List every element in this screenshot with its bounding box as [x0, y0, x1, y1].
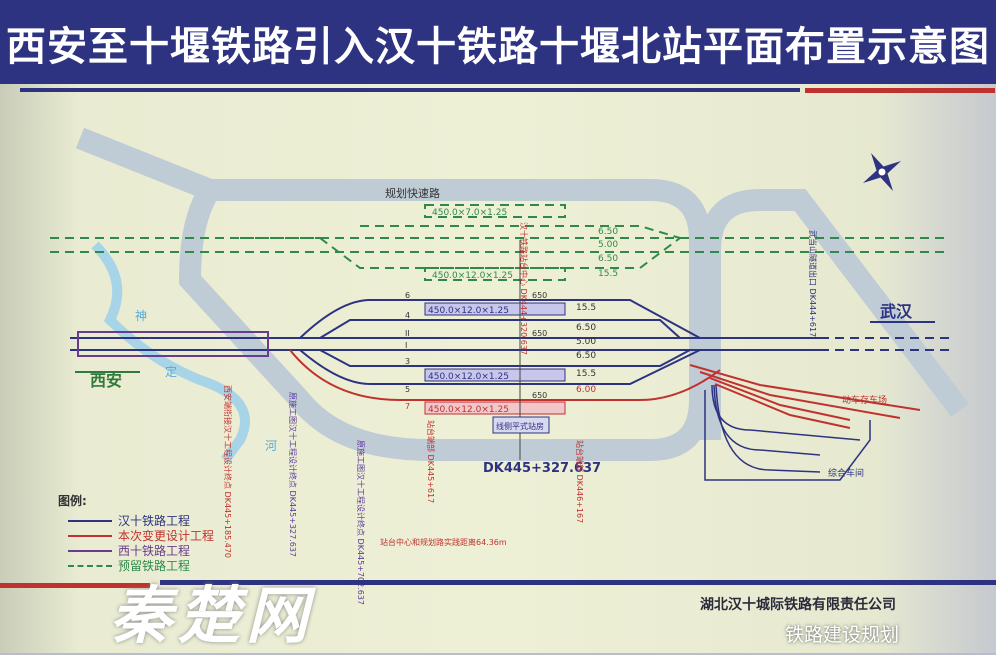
- platform: [424, 401, 566, 415]
- bottom-stripe-blue: [160, 580, 996, 585]
- legend-item: 西十铁路工程: [58, 543, 214, 558]
- platform: [424, 368, 566, 382]
- spacing-value: 15.5: [576, 369, 596, 379]
- track-number: 5: [405, 385, 410, 394]
- diagram-title: 西安至十堰铁路引入汉十铁路十堰北站平面布置示意图: [6, 24, 990, 70]
- legend-label: 本次变更设计工程: [118, 529, 215, 543]
- legend-item: 预留铁路工程: [58, 558, 214, 573]
- track-number: I: [405, 341, 407, 350]
- emu-yard-label: 动车存车场: [842, 394, 887, 406]
- mileposts: 西安端衔接汉十工程设计终点 DK445+185.470 原施工图汉十工程设计终点…: [223, 222, 818, 605]
- track-spacing: 15.5 6.50 5.00 6.50 15.5 6.00: [576, 303, 596, 395]
- reserved-width: 6.50: [598, 254, 618, 264]
- legend-label: 西十铁路工程: [118, 544, 191, 558]
- platform: [424, 302, 566, 316]
- reserved-tracks: [50, 204, 945, 281]
- legend-label: 汉十铁路工程: [118, 514, 191, 528]
- reserved-width: 15.5: [598, 269, 618, 279]
- emu-yard-tracks: [689, 364, 921, 429]
- track-length: 650: [532, 291, 547, 300]
- depot-label: 综合车间: [828, 467, 864, 479]
- legend-swatch: [68, 534, 112, 537]
- milepost-label: 西安端衔接汉十工程设计终点 DK445+185.470: [223, 385, 233, 558]
- legend-swatch: [68, 519, 112, 522]
- track-numbers: 6 4 II I 3 5 7 650 650 650: [405, 291, 547, 411]
- planned-road: [75, 127, 969, 461]
- distance-note: 站台中心和规划路实践距离64.36m: [380, 537, 507, 547]
- legend: 图例: 汉十铁路工程 本次变更设计工程 西十铁路工程 预留铁路工程: [58, 492, 214, 573]
- track-number: 3: [405, 357, 410, 366]
- river-label: 神: [135, 309, 147, 323]
- station-center-mileage: DK445+327.637: [483, 461, 601, 476]
- legend-item: 汉十铁路工程: [58, 513, 214, 528]
- legend-item: 本次变更设计工程: [58, 528, 214, 543]
- milepost-label: 汉十铁路站台中心 DK444+320.637: [519, 222, 529, 355]
- legend-label: 预留铁路工程: [118, 559, 191, 573]
- milepost-label: 武当山隧道出口 DK444+617: [808, 230, 818, 337]
- direction-wuhan: 武汉: [880, 302, 913, 321]
- watermark-wechat: 铁路建设规划: [785, 624, 900, 646]
- track-number: 4: [405, 311, 410, 320]
- watermark-site: 秦楚网: [110, 579, 315, 652]
- platform-label: 450.0×12.0×1.25: [428, 372, 509, 382]
- milepost-label: 原施工图汉十工程设计终点 DK445+702.637: [356, 440, 366, 605]
- track-number: 7: [405, 402, 410, 411]
- top-stripe-red: [805, 88, 995, 93]
- north-arrow-icon: [862, 152, 902, 192]
- road-label: 规划快速路: [385, 186, 440, 200]
- station-building-label: 线侧平式站房: [496, 421, 544, 431]
- legend-title: 图例:: [58, 494, 87, 508]
- milepost-label: 原施工图汉十工程设计终点 DK445+327.637: [288, 392, 298, 557]
- track-number: II: [405, 329, 410, 338]
- milepost-label: 站台端部 DK446+167: [575, 440, 585, 523]
- track-length: 650: [532, 329, 547, 338]
- reserved-width: 6.50: [598, 227, 618, 237]
- station-building: [492, 416, 550, 434]
- platform-label: 450.0×12.0×1.25: [428, 306, 509, 316]
- spacing-value: 5.00: [576, 337, 596, 347]
- legend-swatch: [68, 564, 112, 567]
- river: [91, 241, 250, 463]
- track-number: 6: [405, 291, 410, 300]
- spacing-value: 15.5: [576, 303, 596, 313]
- spacing-value: 6.50: [576, 351, 596, 361]
- river-label: 河: [265, 439, 277, 453]
- bottom-stripe-red: [0, 583, 150, 588]
- reserved-width: 5.00: [598, 240, 618, 250]
- spacing-value: 6.00: [576, 385, 596, 395]
- company-name: 湖北汉十城际铁路有限责任公司: [700, 597, 896, 613]
- top-stripe-blue: [20, 88, 800, 92]
- track-7-new: [289, 349, 721, 401]
- main-tracks: [70, 299, 820, 385]
- legend-swatch: [68, 549, 112, 552]
- east-extension: [820, 337, 955, 351]
- spacing-value: 6.50: [576, 323, 596, 333]
- reserved-platform-label: 450.0×12.0×1.25: [432, 271, 513, 281]
- direction-xian: 西安: [90, 371, 122, 390]
- milepost-label: 站台端部 DK445+617: [426, 420, 436, 503]
- track-length: 650: [532, 391, 547, 400]
- reserved-platform-label: 450.0×7.0×1.25: [432, 208, 507, 218]
- depot-tracks: [704, 384, 871, 481]
- platform-label: 450.0×12.0×1.25: [428, 405, 509, 415]
- river-label: 定: [165, 364, 177, 379]
- title-bar: 西安至十堰铁路引入汉十铁路十堰北站平面布置示意图: [0, 0, 996, 84]
